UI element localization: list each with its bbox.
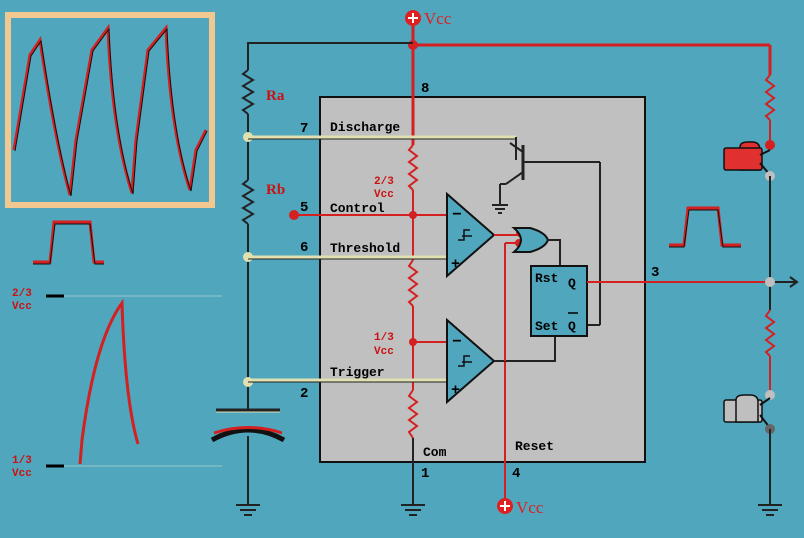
pin-1: 1 [421,466,429,482]
lower-divider-frac: 1/3 [374,332,394,344]
svg-text:−: − [452,333,462,351]
reset-label: Reset [515,439,554,454]
pin-5: 5 [300,200,308,216]
upper-divider-frac: 2/3 [374,176,394,188]
graph-bottom-frac: 1/3 [12,455,32,467]
timing-capacitor [210,408,286,505]
graph-top-frac: 2/3 [12,288,32,300]
output-pulse-icon [669,206,741,248]
graph-bottom-unit: Vcc [12,468,32,480]
ff-q-label: Q [568,276,576,291]
pin-7: 7 [300,121,308,137]
ff-qbar-label: Q [568,319,576,334]
control-label: Control [330,201,385,216]
pin-3: 3 [651,265,659,281]
discharge-label: Discharge [330,120,400,135]
lower-comparator: − + [446,317,496,405]
trigger-label: Trigger [330,365,385,380]
ff-rst-label: Rst [535,271,558,286]
ground-icon [758,504,782,516]
vcc-top: Vcc [405,9,452,28]
com-label: Com [423,445,447,460]
ground-icon [236,504,260,516]
red-led-icon [723,140,775,181]
svg-text:+: + [451,256,460,273]
capacitor-voltage-graph: 2/3 Vcc 1/3 Vcc [12,288,222,480]
graph-top-unit: Vcc [12,301,32,313]
lower-divider-unit: Vcc [374,346,394,358]
rs-flipflop: Rst Set Q Q [530,265,588,337]
discharge-transistor [492,142,601,326]
svg-text:+: + [451,382,460,399]
oscilloscope-icon [5,12,215,208]
pin-2: 2 [300,386,308,402]
svg-text:−: − [452,206,462,224]
pin-4: 4 [512,466,520,482]
vcc-bottom-label: Vcc [516,498,544,517]
ff-set-label: Set [535,319,558,334]
rb-label: Rb [266,182,285,198]
pin-6: 6 [300,240,308,256]
upper-divider-unit: Vcc [374,189,394,201]
pin-8: 8 [421,81,429,97]
upper-comparator: − + [446,191,496,279]
gray-led-icon [723,390,775,434]
threshold-label: Threshold [330,241,400,256]
vcc-top-label: Vcc [424,9,452,28]
ra-label: Ra [266,88,285,104]
input-pulse-icon [33,220,104,265]
ic-555-body [319,96,646,463]
vcc-bottom: Vcc [497,498,544,517]
ground-icon [401,504,425,516]
